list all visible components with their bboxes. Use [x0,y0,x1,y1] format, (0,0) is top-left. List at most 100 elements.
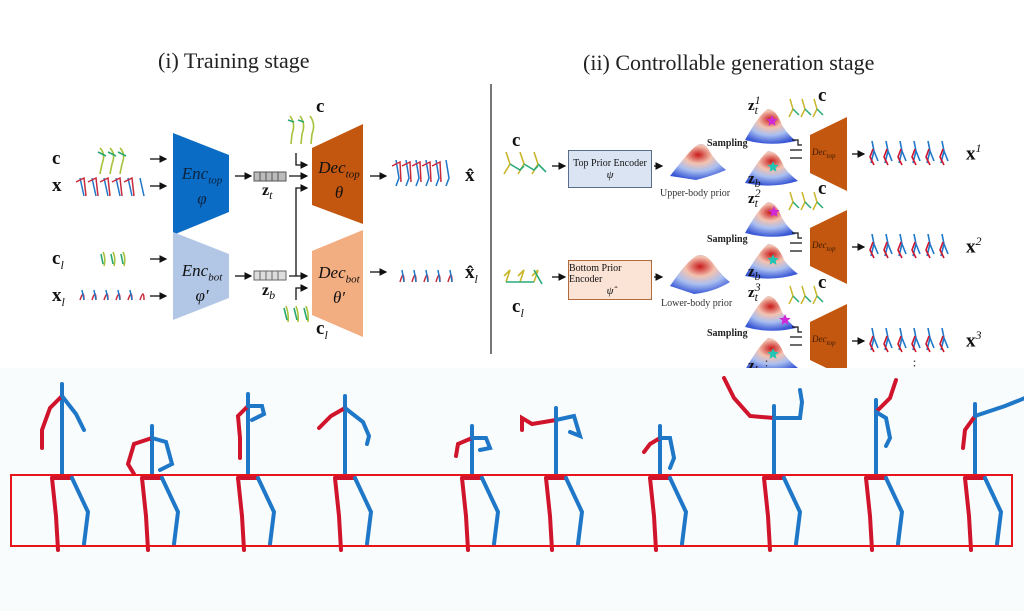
skeleton-left-arm [642,436,662,454]
row-output-label: x3 [966,328,982,352]
c-cond-top-thumb [287,115,315,145]
skeleton-left-leg [864,476,874,552]
xl-base: x [52,285,62,306]
gen-cl-thumb [503,269,543,285]
bottom-prior-encoder-param: ψ̂ [606,285,614,297]
row-c-thumb-legs [792,201,824,209]
skeleton-left-leg [762,476,772,552]
row-output-sequence-blue [870,327,949,351]
skeleton-left-leg [50,476,60,552]
row-c-thumb-legs [792,108,824,116]
skeleton-right-leg [256,476,277,546]
upper-body-prior-label: Upper-body prior [660,188,731,199]
sampling-label-3: Sampling [707,328,748,339]
xl-sequence-thumb [79,289,145,301]
cl-base: c [52,248,61,269]
row-c-thumb [788,285,818,305]
row-dec-label: Dectop [812,334,836,347]
zt-sample-label: z2t [748,186,761,210]
input-c-label: c [52,148,61,169]
sampling-label-2: Sampling [707,234,748,245]
zt-sample-surface [745,109,796,144]
row-output-sequence-red [869,148,945,166]
zt-star-icon [779,314,791,325]
skeleton-right-leg [668,476,689,546]
zb-sample-label: zb [748,264,761,283]
skeleton-right-arm [772,388,805,420]
skeleton-right-leg [160,476,181,546]
skeleton-left-arm [454,436,474,458]
skeleton-right-arm [973,395,1024,418]
row-output-sequence-red [869,335,945,353]
skeleton-left-arm [235,404,250,460]
row-cond-label: c [818,178,827,199]
zt-sample-label: z1t [748,93,761,117]
skeleton-left-leg [236,476,246,552]
skeleton-right-arm [658,436,677,470]
skeleton-left-arm [520,414,558,432]
bottom-prior-encoder-label: Bottom Prior Encoder [569,263,622,285]
generation-arrows [552,162,664,281]
row-dec-top-block [810,304,847,378]
skeleton-right-leg [782,476,803,546]
zt-sample-label: z3t [748,280,761,304]
skeleton-right-leg [70,476,91,546]
skeleton-left-arm [40,394,64,450]
row-cond-label: c [818,272,827,293]
enc-top-block [173,133,229,235]
zb-star-icon [767,254,779,265]
enc-bot-block [173,232,229,320]
row-output-label: x1 [966,141,982,165]
generation-stage-title: (ii) Controllable generation stage [583,50,875,75]
training-arrows [150,153,388,300]
row-output-sequence-blue [870,140,949,164]
latent-zb-bar [253,270,287,281]
lower-body-highlight-box [10,474,1013,547]
row-output-sequence-blue [870,233,949,257]
zt-sample-surface [745,202,796,237]
x-sequence-thumb [75,176,145,197]
row-dec-label: Dectop [812,240,836,253]
skeleton-right-arm [470,436,493,452]
dec-bot-block [312,230,363,337]
zt-label: zt [262,182,273,203]
latent-zt-bar [253,171,287,182]
top-prior-encoder-box: Top Prior Encoder ψ [568,150,652,188]
gen-c-thumb [503,151,547,175]
zb-label: zb [262,282,276,303]
cl-sub: l [60,257,64,272]
skeleton-right-leg [564,476,585,546]
input-xl-label: xl [52,285,65,310]
skeleton-right-arm [150,436,175,472]
skeleton-left-leg [333,476,343,552]
skeleton-panel-background [0,368,1024,611]
row-arrows [790,326,802,346]
xl-hat-sequence-thumb [399,269,453,283]
skeleton-right-leg [983,476,1004,546]
dec-top-cond-label: c [316,96,325,117]
skeleton-left-leg [544,476,554,552]
skeleton-panel [10,376,1024,552]
zb-sample-label: zb [748,171,761,190]
zt-star-icon [768,206,780,217]
dec-bot-cond-label: cl [316,318,328,342]
c-sequence-thumb [97,147,127,175]
row-output-label: x2 [966,234,982,258]
row-c-thumb-legs [792,295,824,303]
gen-cl-label: cl [512,296,524,320]
skeleton-right-arm [554,413,584,440]
row-output-sequence-red [869,241,945,259]
skeleton-left-arm [317,406,347,430]
bottom-prior-encoder-box: Bottom Prior Encoder ψ̂ [568,260,652,300]
x-hat-label: x̂ [465,165,475,186]
zb-star-icon [767,348,779,359]
skeleton-right-arm [874,410,893,448]
gen-c-label: c [512,130,521,151]
row-dec-top-block [810,210,847,284]
skeleton-left-leg [648,476,658,552]
skeleton-left-arm [125,436,154,476]
lower-body-prior-label: Lower-body prior [661,298,733,309]
